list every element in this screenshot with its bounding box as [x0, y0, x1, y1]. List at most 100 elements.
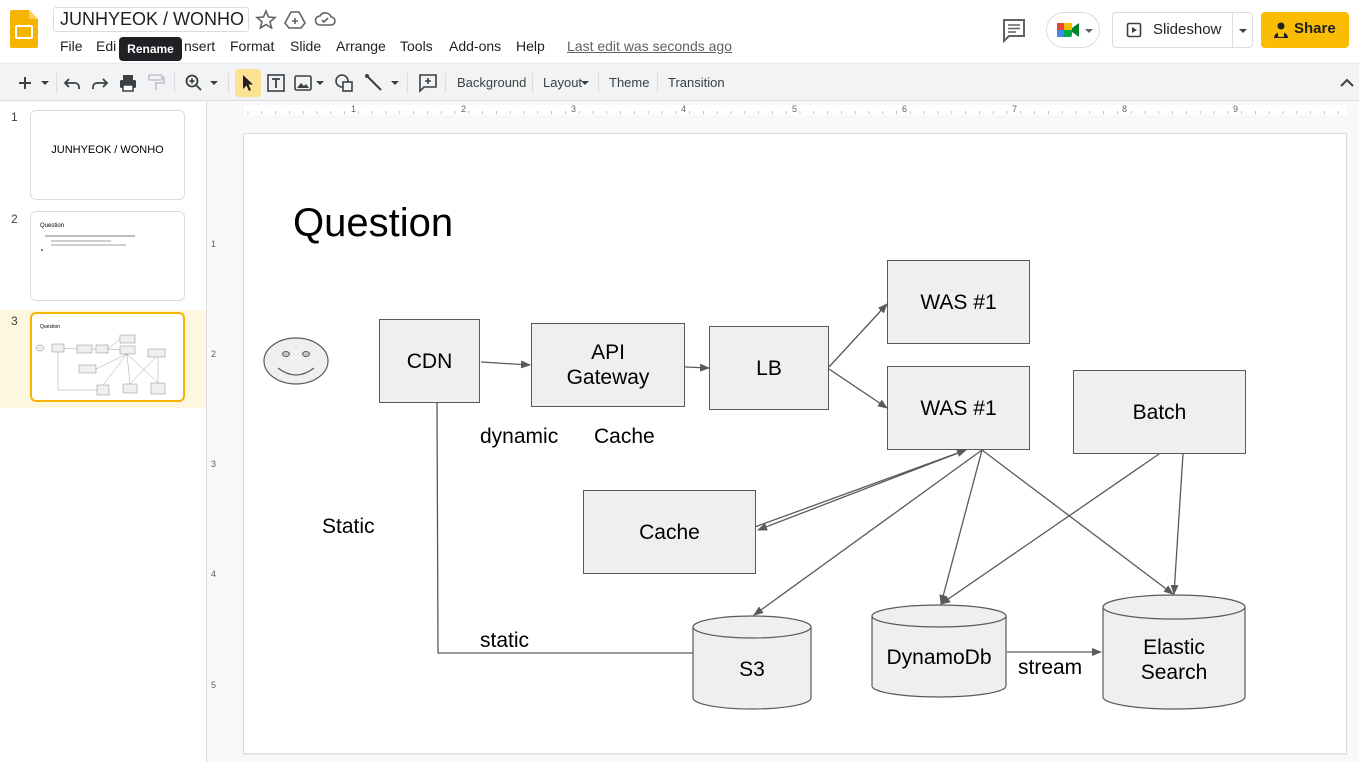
print-icon[interactable] — [117, 72, 139, 94]
select-tool-button[interactable] — [235, 69, 261, 97]
present-icon — [1126, 22, 1142, 38]
layout-button[interactable]: Layout — [543, 75, 583, 90]
undo-icon[interactable] — [61, 72, 83, 94]
slideshow-options-chevron-icon[interactable] — [1238, 27, 1248, 35]
toolbar: Background Layout Theme Transition — [0, 63, 1359, 101]
toolbar-separator — [56, 73, 57, 93]
new-slide-dropdown-icon[interactable] — [38, 72, 52, 94]
batch-box[interactable]: Batch — [1073, 370, 1246, 454]
slide-number: 2 — [11, 212, 18, 226]
ruler-label: 6 — [902, 104, 908, 114]
comment-history-icon[interactable] — [1000, 17, 1028, 43]
slideshow-divider — [1232, 13, 1233, 47]
dynamic-label[interactable]: dynamic — [480, 425, 559, 448]
star-icon[interactable] — [255, 9, 277, 29]
diagram-connectors — [263, 303, 1246, 710]
slide-filmstrip: 1 JUNHYEOK / WONHO 2 Question 3 Question — [0, 102, 207, 762]
text-box-icon[interactable] — [265, 72, 287, 94]
slide-title[interactable]: Question — [293, 201, 454, 245]
dynamodb-label[interactable]: DynamoDb — [886, 645, 992, 669]
slideshow-label: Slideshow — [1153, 21, 1222, 38]
toolbar-separator — [407, 73, 408, 93]
slide-thumbnail-1[interactable]: JUNHYEOK / WONHO — [30, 110, 185, 200]
stream-label[interactable]: stream — [1018, 656, 1083, 679]
redo-icon[interactable] — [89, 72, 111, 94]
cursor-icon — [243, 75, 253, 91]
menu-insert[interactable]: nsert — [184, 38, 216, 54]
was-1-box[interactable]: WAS #1 — [887, 260, 1030, 344]
top-bar: JUNHYEOK / WONHO File Edi nsert Format S… — [0, 0, 1359, 62]
paint-format-icon[interactable] — [145, 72, 167, 94]
shape-icon[interactable] — [333, 72, 355, 94]
rename-tooltip: Rename — [119, 37, 182, 61]
move-to-drive-icon[interactable] — [284, 9, 306, 29]
add-comment-icon[interactable] — [417, 72, 439, 94]
horizontal-ruler[interactable]: 1 2 3 4 5 6 7 8 9 — [208, 102, 1359, 118]
ruler-label: 4 — [211, 569, 217, 579]
zoom-icon[interactable] — [183, 72, 205, 94]
menu-tools[interactable]: Tools — [400, 38, 433, 54]
share-label: Share — [1294, 20, 1336, 37]
user-smiley-icon — [263, 337, 329, 385]
static-upper-label[interactable]: Static — [322, 515, 375, 538]
lb-box[interactable]: LB — [709, 326, 829, 410]
background-button[interactable]: Background — [457, 75, 527, 90]
cloud-saved-icon[interactable] — [314, 9, 336, 29]
share-person-icon — [1274, 22, 1288, 38]
document-title-input[interactable]: JUNHYEOK / WONHO — [53, 7, 249, 32]
cache-box[interactable]: Cache — [583, 490, 756, 574]
line-dropdown-icon[interactable] — [389, 72, 401, 94]
thumbnail-title: Question — [40, 223, 65, 229]
s3-cylinder-shape — [692, 615, 812, 710]
ruler-label: 3 — [571, 104, 577, 114]
zoom-dropdown-icon[interactable] — [207, 72, 221, 94]
menu-slide[interactable]: Slide — [290, 38, 322, 54]
menu-edit[interactable]: Edi — [96, 38, 117, 54]
menu-help[interactable]: Help — [516, 38, 545, 54]
ruler-ticks — [244, 105, 1347, 115]
toolbar-separator — [598, 73, 599, 93]
share-button[interactable]: Share — [1261, 12, 1349, 48]
slide-number: 1 — [11, 110, 18, 124]
api-gateway-box[interactable]: API Gateway — [531, 323, 685, 407]
slideshow-button[interactable]: Slideshow — [1112, 12, 1253, 48]
elastic-search-label[interactable]: Elastic Search — [1140, 636, 1208, 684]
thumbnail-title: JUNHYEOK / WONHO — [51, 144, 164, 156]
cdn-box[interactable]: CDN — [379, 319, 480, 403]
dynamodb-cylinder-shape — [871, 604, 1007, 698]
layout-dropdown-icon[interactable] — [579, 72, 591, 94]
s3-label[interactable]: S3 — [739, 657, 765, 681]
ruler-label: 7 — [1012, 104, 1018, 114]
toolbar-separator — [445, 73, 446, 93]
ruler-label: 3 — [211, 459, 217, 469]
last-edit-link[interactable]: Last edit was seconds ago — [567, 38, 732, 54]
new-slide-icon[interactable] — [14, 72, 36, 94]
slide-editor[interactable]: Question CDN API Gateway LB WAS #1 WAS #… — [243, 133, 1347, 754]
ruler-label: 4 — [681, 104, 687, 114]
slide-thumbnail-2[interactable]: Question — [30, 211, 185, 301]
menu-arrange[interactable]: Arrange — [336, 38, 386, 54]
menu-addons[interactable]: Add-ons — [449, 38, 502, 54]
vertical-ruler[interactable]: 1 2 3 4 5 — [208, 118, 222, 762]
slide-number: 3 — [11, 314, 18, 328]
menu-file[interactable]: File — [60, 38, 83, 54]
was-2-box[interactable]: WAS #1 — [887, 366, 1030, 450]
image-icon[interactable] — [292, 72, 314, 94]
static-lower-label[interactable]: static — [480, 629, 530, 652]
image-dropdown-icon[interactable] — [314, 72, 326, 94]
meet-button[interactable] — [1046, 12, 1100, 48]
thumbnail-title: Question — [40, 324, 61, 330]
menu-format[interactable]: Format — [230, 38, 275, 54]
slide-thumbnail-3[interactable]: Question — [30, 312, 185, 402]
transition-button[interactable]: Transition — [668, 75, 725, 90]
thumbnail-text-line — [51, 244, 126, 246]
toolbar-separator — [657, 73, 658, 93]
toolbar-separator — [174, 73, 175, 93]
ruler-label: 8 — [1122, 104, 1128, 114]
collapse-toolbar-chevron-icon[interactable] — [1336, 72, 1358, 94]
slides-logo-icon[interactable] — [10, 10, 38, 48]
line-icon[interactable] — [363, 72, 385, 94]
thumbnail-diagram — [35, 334, 166, 396]
theme-button[interactable]: Theme — [609, 75, 650, 90]
cache-note-label[interactable]: Cache — [594, 425, 655, 448]
